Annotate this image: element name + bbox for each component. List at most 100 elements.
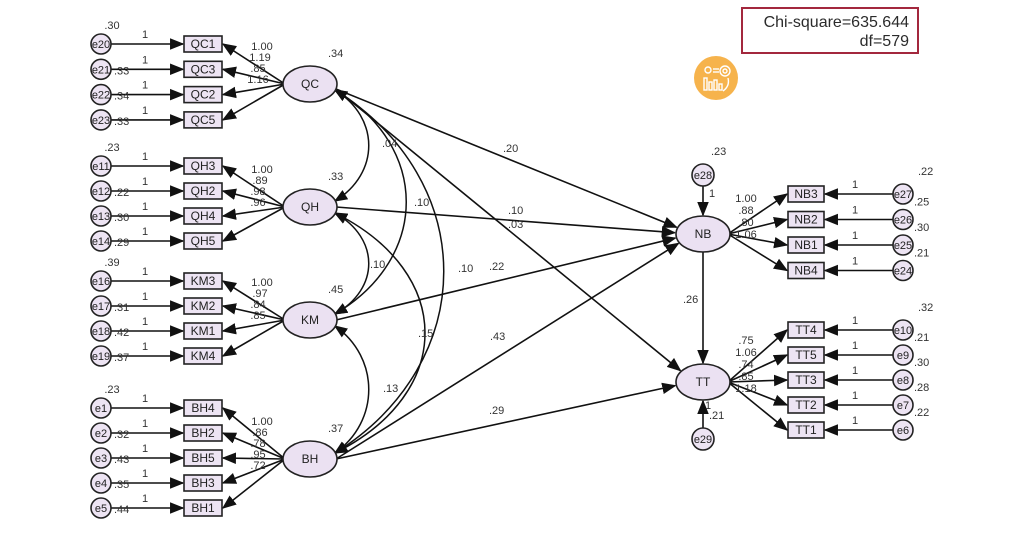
error-label: e4 (95, 478, 107, 490)
indicator-qh2 (183, 182, 223, 200)
indicator-nb3 (787, 185, 825, 203)
error-weight-label: 1 (142, 418, 148, 430)
indicator-label: KM4 (191, 349, 216, 363)
loading-label: .97 (252, 288, 267, 300)
loading-path (727, 216, 789, 235)
loading-label: .74 (738, 359, 753, 371)
latent-km (282, 301, 338, 339)
error-weight-label: 1 (852, 230, 858, 242)
indicator-label: NB4 (794, 264, 818, 278)
indicator-bh2 (183, 424, 223, 442)
error-e18 (90, 320, 112, 342)
indicator-bh3 (183, 474, 223, 492)
covariance-arc (333, 89, 445, 454)
residual-e28 (691, 163, 715, 187)
loading-path (221, 432, 286, 460)
error-e21 (90, 58, 112, 81)
error-label: e20 (92, 39, 110, 51)
error-label: e22 (92, 90, 110, 102)
error-variance-label: .33 (114, 65, 129, 77)
error-label: e1 (95, 403, 107, 415)
residual-label: e28 (694, 170, 712, 182)
loading-path (221, 83, 286, 121)
latent-label: KM (301, 313, 319, 327)
loading-label: 1.06 (735, 347, 756, 359)
loading-label: .98 (250, 186, 265, 198)
error-weight-label: 1 (142, 80, 148, 92)
error-weight-label: 1 (142, 54, 148, 66)
error-e13 (90, 205, 112, 227)
path-coefficient-label: .10 (508, 205, 523, 217)
error-weight-label: 1 (142, 176, 148, 188)
residual-weight-label: 1 (709, 188, 715, 200)
loading-path (221, 407, 286, 460)
loading-path (727, 374, 789, 387)
error-variance-label: .42 (114, 327, 129, 339)
loading-path (727, 193, 789, 235)
loading-path (727, 233, 789, 272)
indicator-qh5 (183, 232, 223, 250)
indicator-label: BH1 (191, 501, 215, 515)
error-variance-label: .43 (114, 454, 129, 466)
error-weight-label: 1 (142, 105, 148, 117)
error-label: e14 (92, 236, 110, 248)
loading-path (221, 43, 286, 85)
loading-label: 1.18 (735, 383, 756, 395)
loading-label: .85 (250, 63, 265, 75)
model-fit-box: Chi-square=635.644 df=579 (741, 7, 919, 54)
loading-label: .85 (250, 310, 265, 322)
error-e1 (90, 397, 112, 419)
loading-path (221, 319, 286, 357)
path-coefficient-label: .22 (489, 261, 504, 273)
structural-path (335, 242, 680, 460)
error-variance-label: .30 (104, 20, 119, 32)
indicator-nb1 (787, 236, 825, 254)
residual-variance-label: .23 (711, 146, 726, 158)
error-e10 (892, 319, 914, 341)
error-variance-label: .35 (114, 479, 129, 491)
indicator-label: BH4 (191, 401, 215, 415)
loading-path (727, 233, 789, 249)
error-weight-label: 1 (142, 468, 148, 480)
error-variance-label: .32 (918, 302, 933, 314)
loading-label: 1.00 (251, 416, 272, 428)
covariance-label: .10 (458, 263, 473, 275)
error-e24 (892, 259, 914, 282)
error-label: e7 (897, 400, 909, 412)
loading-path (221, 452, 286, 464)
indicator-label: KM2 (191, 299, 216, 313)
error-weight-label: 1 (852, 179, 858, 191)
covariance-label: .13 (383, 383, 398, 395)
error-e19 (90, 345, 112, 367)
error-weight-label: 1 (142, 493, 148, 505)
indicator-nb4 (787, 261, 825, 280)
error-label: e17 (92, 301, 110, 313)
indicator-label: QC2 (191, 88, 216, 102)
error-label: e16 (92, 276, 110, 288)
indicator-label: BH5 (191, 451, 215, 465)
error-variance-label: .37 (114, 352, 129, 364)
covariance-arc (333, 212, 426, 454)
indicator-km1 (183, 322, 223, 340)
indicator-tt3 (787, 371, 825, 389)
error-e12 (90, 180, 112, 202)
error-variance-label: .34 (114, 91, 129, 103)
indicator-tt1 (787, 421, 825, 439)
error-variance-label: .21 (914, 332, 929, 344)
error-e14 (90, 230, 112, 252)
error-weight-label: 1 (142, 29, 148, 41)
error-variance-label: .33 (114, 116, 129, 128)
error-weight-label: 1 (852, 256, 858, 268)
error-e7 (892, 394, 914, 416)
indicator-qc5 (183, 111, 223, 129)
indicator-bh1 (183, 499, 223, 517)
error-e11 (90, 155, 112, 177)
indicator-qc3 (183, 60, 223, 79)
error-variance-label: .44 (114, 504, 129, 516)
error-weight-label: 1 (142, 341, 148, 353)
indicator-label: KM3 (191, 274, 216, 288)
error-variance-label: .30 (914, 222, 929, 234)
loading-label: .88 (738, 205, 753, 217)
latent-label: BH (302, 452, 319, 466)
indicator-label: NB2 (794, 213, 818, 227)
